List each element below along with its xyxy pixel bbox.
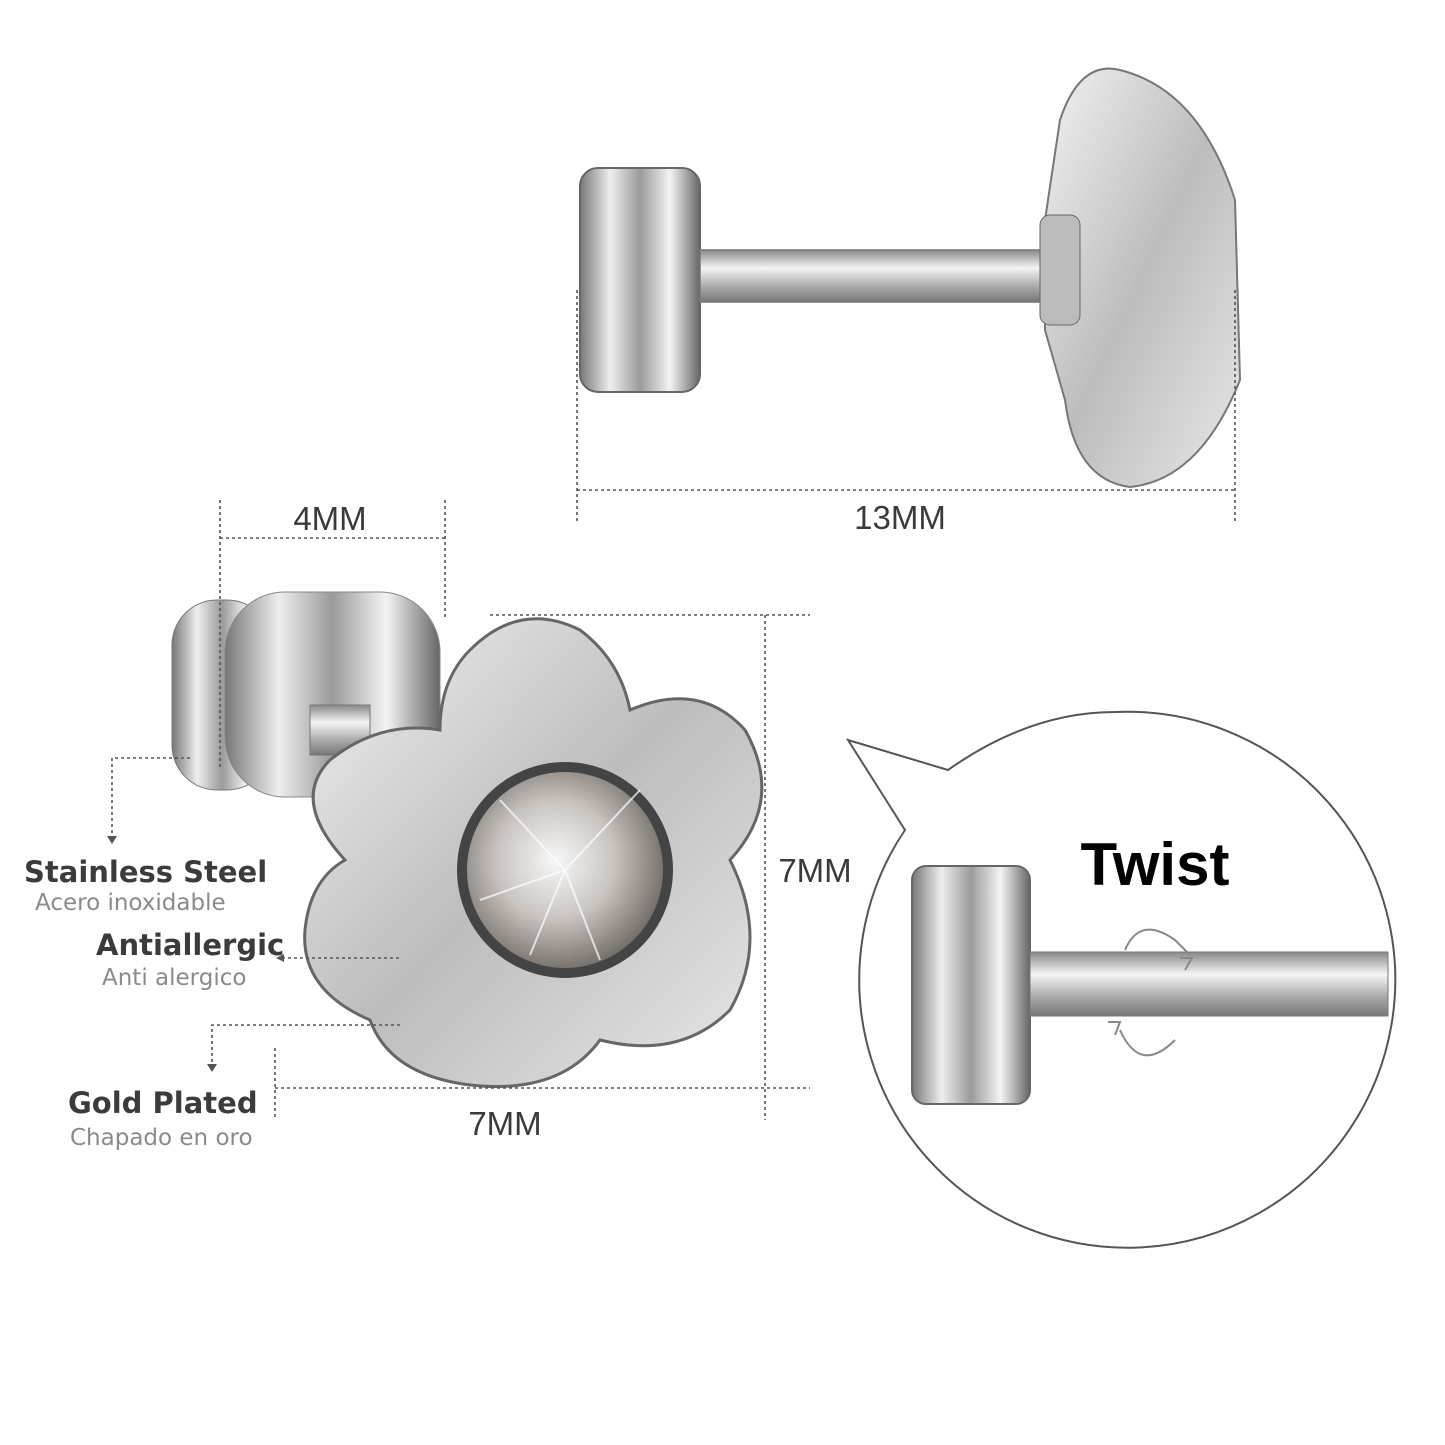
side-view-earring (579, 67, 1242, 489)
dimension-height: 7MM (490, 614, 852, 1120)
svg-text:Chapado en oro: Chapado en oro (70, 1125, 253, 1151)
svg-text:Antiallergic: Antiallergic (96, 928, 284, 962)
width-label: 7MM (468, 1105, 541, 1142)
feature-gold-plated: Gold Plated Chapado en oro (68, 1024, 400, 1151)
flower-side (1044, 67, 1242, 489)
length-label: 13MM (854, 499, 946, 536)
twist-title: Twist (1081, 831, 1230, 898)
setting-collar (1039, 214, 1081, 326)
twist-callout-bubble: Twist (845, 710, 1397, 1249)
svg-text:Stainless Steel: Stainless Steel (24, 855, 267, 889)
svg-text:Gold Plated: Gold Plated (68, 1086, 258, 1120)
screw-back (579, 167, 701, 393)
callout-post-bar (1029, 951, 1389, 1017)
dimension-width: 7MM (274, 1048, 810, 1142)
post-bar (699, 249, 1051, 303)
dimension-length: 13MM (576, 290, 1236, 536)
feature-stainless-steel: Stainless Steel Acero inoxidable (24, 757, 267, 916)
rotate-arrows-icon (1108, 928, 1194, 1057)
svg-text:Acero inoxidable: Acero inoxidable (35, 890, 226, 916)
callout-screw-back (911, 865, 1031, 1105)
feature-antiallergic: Antiallergic Anti alergico (96, 928, 400, 991)
front-view-earring (171, 591, 764, 1089)
post-stub (309, 704, 371, 756)
dimension-back-width: 4MM (219, 500, 446, 770)
svg-text:Anti alergico: Anti alergico (102, 965, 246, 991)
back-width-label: 4MM (293, 500, 366, 537)
height-label: 7MM (778, 852, 851, 889)
